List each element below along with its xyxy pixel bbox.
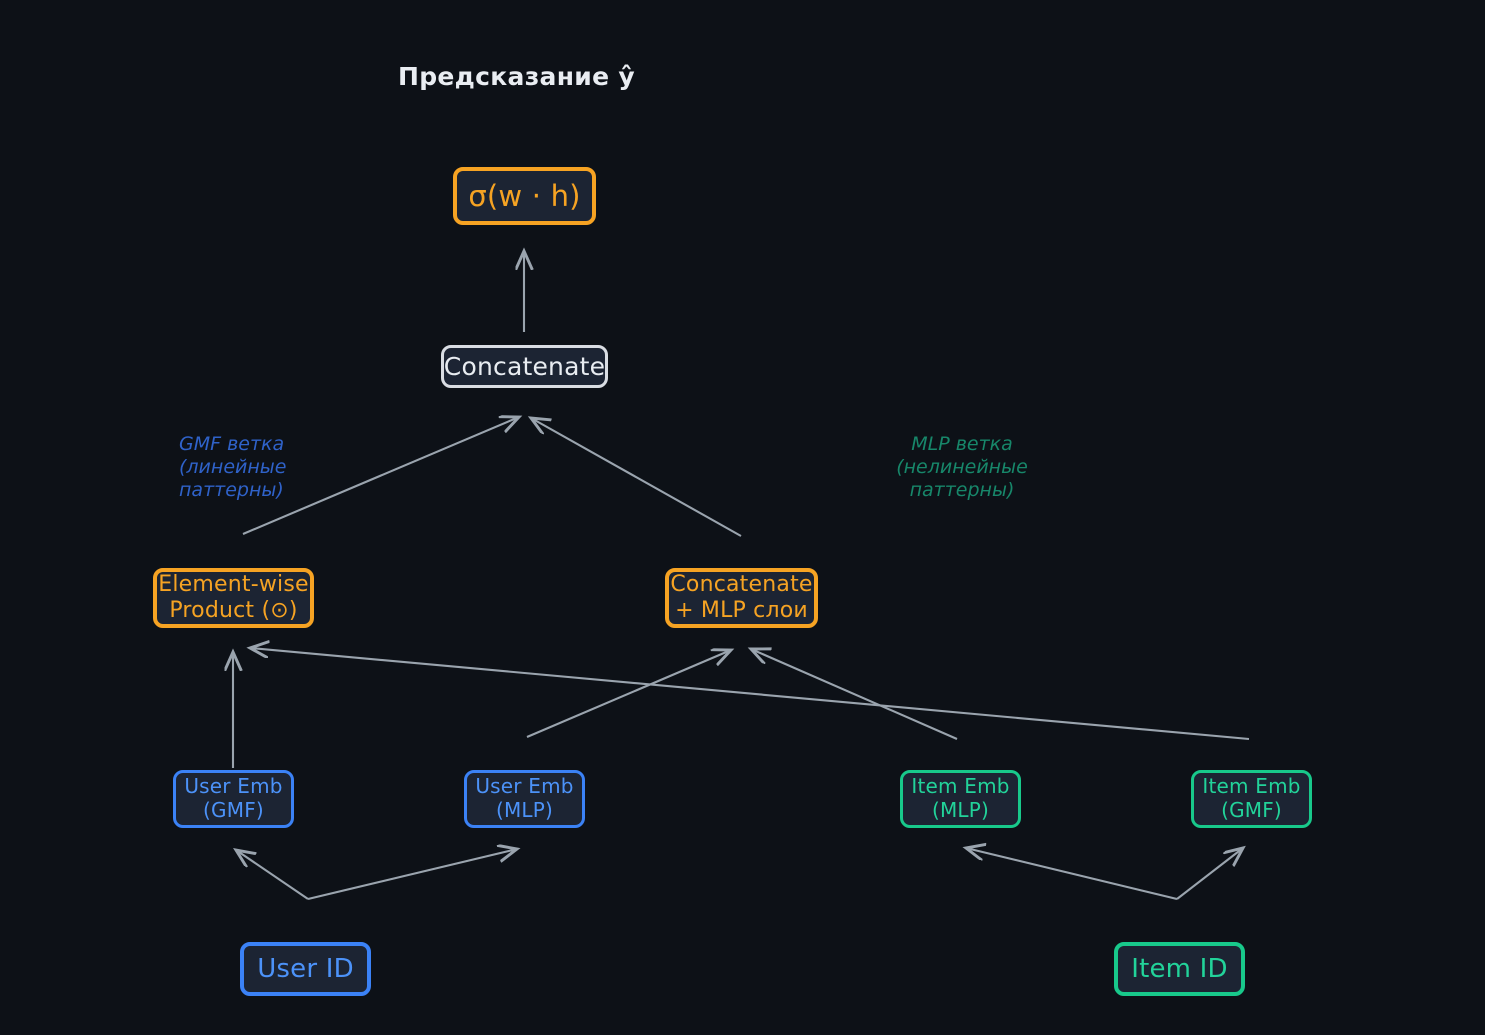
- page-title: Предсказание ŷ: [398, 62, 635, 91]
- branch-label-mlp: MLP ветка (нелинейные паттерны): [896, 433, 1028, 501]
- node-concatenate-mlp[interactable]: Concatenate + MLP слои: [665, 568, 818, 628]
- branch-label-gmf: GMF ветка (линейные паттерны): [179, 433, 287, 501]
- node-element-wise-product[interactable]: Element-wise Product (⊙): [153, 568, 314, 628]
- edge-itememb-mlp-to-concatmlp: [751, 649, 958, 740]
- node-user-emb-gmf[interactable]: User Emb (GMF): [173, 770, 294, 828]
- node-user-id[interactable]: User ID: [240, 942, 371, 996]
- edge-mlpconcat-to-concat: [531, 418, 742, 537]
- node-concatenate-top[interactable]: Concatenate: [441, 345, 608, 388]
- edge-itememb-gmf-to-product: [250, 648, 1250, 741]
- edge-userid-to-useremb-mlp: [307, 849, 517, 901]
- node-user-emb-mlp[interactable]: User Emb (MLP): [464, 770, 585, 828]
- node-item-emb-gmf[interactable]: Item Emb (GMF): [1191, 770, 1312, 828]
- edge-itemid-to-itememb-mlp: [966, 848, 1178, 901]
- node-item-id[interactable]: Item ID: [1114, 942, 1245, 996]
- edge-userid-to-useremb-gmf: [236, 850, 309, 900]
- edge-itemid-to-itememb-gmf: [1176, 848, 1243, 900]
- edge-useremb-mlp-to-concatmlp: [526, 650, 731, 738]
- node-item-emb-mlp[interactable]: Item Emb (MLP): [900, 770, 1021, 828]
- node-sigma[interactable]: σ(w · h): [453, 167, 596, 225]
